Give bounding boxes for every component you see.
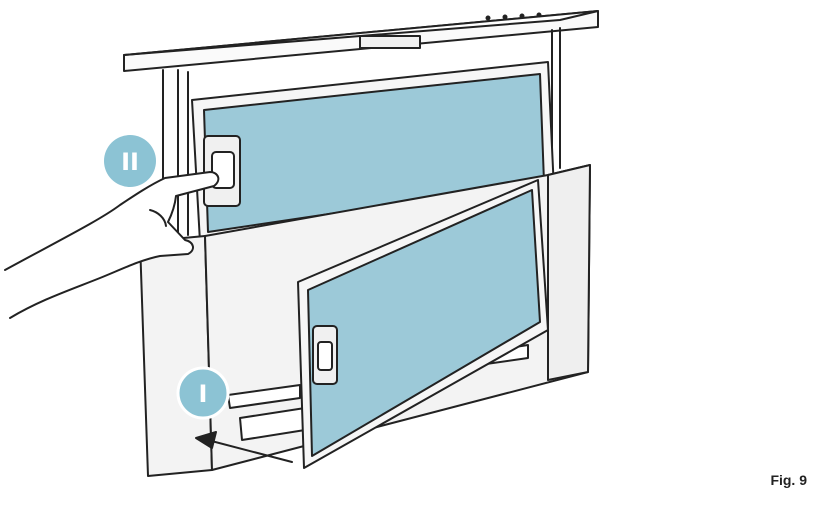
lower-grease-filter — [297, 179, 549, 469]
hand-illustration — [4, 171, 220, 319]
insertion-arrow — [195, 431, 293, 463]
svg-text:I: I — [199, 380, 208, 408]
svg-text:II: II — [121, 148, 139, 176]
step-marker-2: II — [104, 135, 156, 187]
figure-caption: Fig. 9 — [770, 472, 807, 488]
step-marker-1: I — [176, 366, 230, 420]
hood-top-bar — [123, 10, 599, 72]
hood-side-posts — [162, 27, 561, 236]
